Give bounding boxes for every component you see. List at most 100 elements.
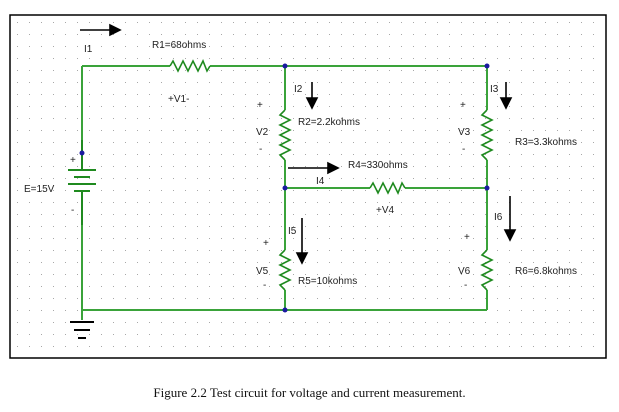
grid-dot <box>77 106 78 107</box>
grid-dot <box>545 118 546 119</box>
grid-dot <box>29 346 30 347</box>
grid-dot <box>77 238 78 239</box>
grid-dot <box>269 130 270 131</box>
grid-dot <box>581 166 582 167</box>
grid-dot <box>317 202 318 203</box>
grid-dot <box>545 226 546 227</box>
grid-dot <box>161 298 162 299</box>
grid-dot <box>161 322 162 323</box>
grid-dot <box>149 238 150 239</box>
grid-dot <box>509 154 510 155</box>
grid-dot <box>293 250 294 251</box>
grid-dot <box>353 262 354 263</box>
grid-dot <box>89 262 90 263</box>
grid-dot <box>101 34 102 35</box>
grid-dot <box>41 346 42 347</box>
grid-dot <box>29 58 30 59</box>
grid-dot <box>353 58 354 59</box>
grid-dot <box>425 118 426 119</box>
current-label-i1: I1 <box>84 44 93 55</box>
grid-dot <box>377 334 378 335</box>
grid-dot <box>233 142 234 143</box>
grid-dot <box>593 346 594 347</box>
grid-dot <box>509 130 510 131</box>
grid-dot <box>317 34 318 35</box>
grid-dot <box>449 46 450 47</box>
grid-dot <box>413 70 414 71</box>
grid-dot <box>125 46 126 47</box>
grid-dot <box>593 214 594 215</box>
grid-dot <box>329 274 330 275</box>
grid-dot <box>89 22 90 23</box>
grid-dot <box>185 130 186 131</box>
grid-dot <box>113 334 114 335</box>
grid-dot <box>113 94 114 95</box>
grid-dot <box>209 238 210 239</box>
grid-dot <box>17 70 18 71</box>
grid-dot <box>329 82 330 83</box>
grid-dot <box>521 202 522 203</box>
grid-dot <box>425 58 426 59</box>
grid-dot <box>461 346 462 347</box>
r3-voltage-label: V3 <box>458 127 471 138</box>
grid-dot <box>221 346 222 347</box>
grid-dot <box>245 262 246 263</box>
grid-dot <box>77 334 78 335</box>
current-label-i4: I4 <box>316 176 325 187</box>
grid-dot <box>389 58 390 59</box>
grid-dot <box>137 94 138 95</box>
grid-dot <box>161 334 162 335</box>
grid-dot <box>101 22 102 23</box>
grid-dot <box>173 334 174 335</box>
grid-dot <box>233 106 234 107</box>
grid-dot <box>449 82 450 83</box>
grid-dot <box>365 202 366 203</box>
grid-dot <box>65 154 66 155</box>
grid-dot <box>113 22 114 23</box>
grid-dot <box>593 34 594 35</box>
grid-dot <box>173 274 174 275</box>
r3-label: R3=3.3kohms <box>515 137 577 148</box>
grid-dot <box>401 262 402 263</box>
grid-dot <box>137 106 138 107</box>
grid-dot <box>125 214 126 215</box>
grid-dot <box>521 262 522 263</box>
grid-dot <box>581 178 582 179</box>
grid-dot <box>557 322 558 323</box>
grid-dot <box>449 298 450 299</box>
grid-dot <box>365 286 366 287</box>
grid-dot <box>173 142 174 143</box>
grid-dot <box>329 250 330 251</box>
grid-dot <box>257 70 258 71</box>
grid-dot <box>401 58 402 59</box>
grid-dot <box>221 286 222 287</box>
grid-dot <box>569 238 570 239</box>
grid-dot <box>233 298 234 299</box>
grid-dot <box>221 118 222 119</box>
grid-dot <box>557 106 558 107</box>
grid-dot <box>341 178 342 179</box>
grid-dot <box>113 178 114 179</box>
grid-dot <box>593 238 594 239</box>
grid-dot <box>209 262 210 263</box>
grid-dot <box>413 166 414 167</box>
grid-dot <box>53 118 54 119</box>
grid-dot <box>425 94 426 95</box>
grid-dot <box>41 94 42 95</box>
grid-dot <box>125 190 126 191</box>
grid-dot <box>65 334 66 335</box>
grid-dot <box>341 22 342 23</box>
grid-dot <box>293 346 294 347</box>
grid-dot <box>281 214 282 215</box>
grid-dot <box>569 262 570 263</box>
grid-dot <box>425 70 426 71</box>
grid-dot <box>329 214 330 215</box>
grid-dot <box>197 262 198 263</box>
grid-dot <box>125 130 126 131</box>
grid-dot <box>557 346 558 347</box>
grid-dot <box>77 58 78 59</box>
grid-dot <box>185 202 186 203</box>
grid-dot <box>77 34 78 35</box>
grid-dot <box>305 322 306 323</box>
grid-dot <box>293 214 294 215</box>
